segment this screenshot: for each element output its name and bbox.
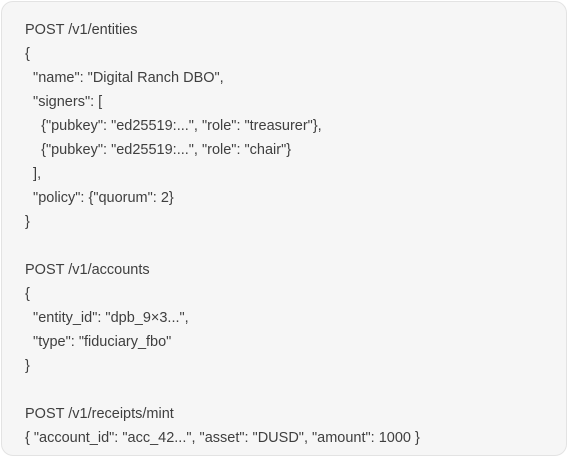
code-block-receipts-mint: POST /v1/receipts/mint { "account_id": "… — [25, 402, 566, 450]
code-line: "entity_id": "dpb_9×3...", — [25, 310, 189, 326]
code-line: ], — [25, 166, 42, 182]
code-line: "type": "fiduciary_fbo" — [25, 334, 172, 350]
code-block-accounts: POST /v1/accounts { "entity_id": "dpb_9×… — [25, 258, 566, 378]
code-line: { — [25, 46, 30, 62]
code-line: { "account_id": "acc_42...", "asset": "D… — [25, 430, 420, 446]
code-line: "policy": {"quorum": 2} — [25, 190, 174, 206]
code-line: {"pubkey": "ed25519:...", "role": "treas… — [25, 118, 322, 134]
code-block-entities: POST /v1/entities { "name": "Digital Ran… — [25, 18, 566, 234]
endpoint-line: POST /v1/receipts/mint — [25, 406, 174, 422]
code-line: "signers": [ — [25, 94, 103, 110]
code-line: {"pubkey": "ed25519:...", "role": "chair… — [25, 142, 292, 158]
endpoint-line: POST /v1/entities — [25, 22, 138, 38]
code-line: } — [25, 358, 30, 374]
code-line: "name": "Digital Ranch DBO", — [25, 70, 224, 86]
code-line: } — [25, 214, 30, 230]
code-line: { — [25, 286, 30, 302]
endpoint-line: POST /v1/accounts — [25, 262, 150, 278]
